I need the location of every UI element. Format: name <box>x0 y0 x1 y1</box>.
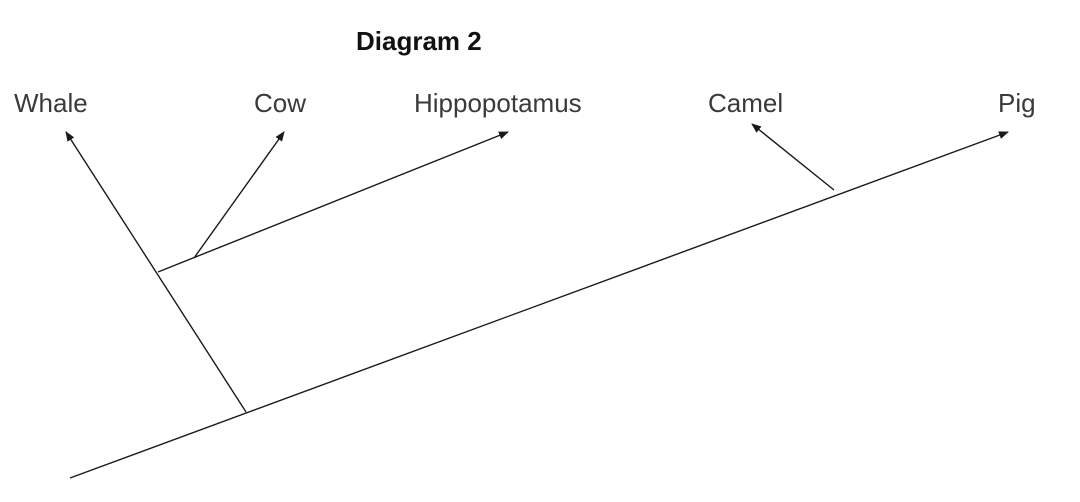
taxon-label-camel: Camel <box>708 88 784 118</box>
branch-to-hippopotamus <box>157 131 509 273</box>
branch-to-camel <box>751 123 835 191</box>
branch-to-whale <box>65 131 247 413</box>
branch-trunk-to-pig <box>69 131 1009 479</box>
branch-to-cow <box>193 131 285 259</box>
taxon-label-whale: Whale <box>14 88 88 118</box>
taxon-label-hippopotamus: Hippopotamus <box>414 88 582 118</box>
taxon-label-cow: Cow <box>254 88 307 118</box>
diagram-title: Diagram 2 <box>356 26 482 56</box>
taxon-label-pig: Pig <box>998 88 1036 118</box>
